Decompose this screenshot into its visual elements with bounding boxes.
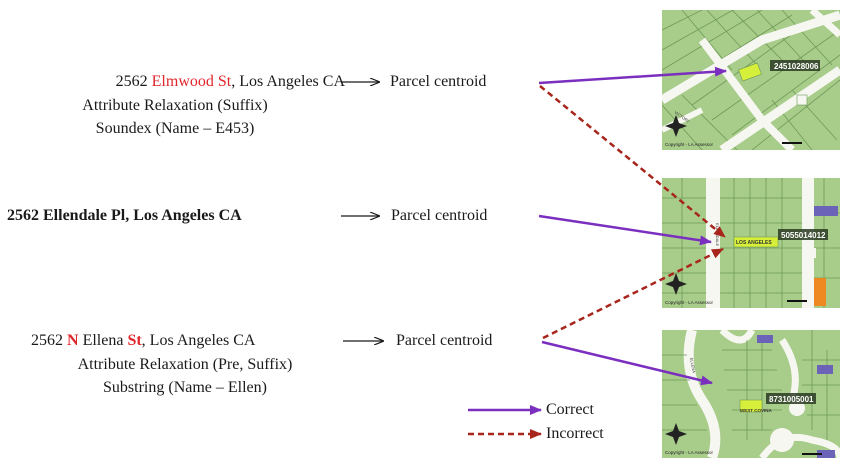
row1-line2: Attribute Relaxation (Suffix) <box>82 97 268 114</box>
row1-text: 2562 Elmwood St, Los Angeles CA <box>0 72 345 92</box>
row1-address-suffix: , Los Angeles CA <box>231 73 345 90</box>
row1-address-prefix: 2562 <box>115 73 152 90</box>
row2-result: Parcel centroid <box>391 207 488 224</box>
row3-address-suffix: , Los Angeles CA <box>141 332 256 349</box>
row3-address-hl1: N <box>67 332 79 349</box>
legend-correct-label: Correct <box>546 401 594 418</box>
map-ellena-copyright: Copyright - LA Assessor <box>665 450 714 455</box>
map-ellendale-copyright: Copyright - LA Assessor <box>665 300 714 305</box>
map-ellendale-parcel-id: 5055014012 <box>781 231 826 240</box>
map-ellendale-area-label: LOS ANGELES <box>736 240 772 246</box>
legend-incorrect-label: Incorrect <box>546 425 604 442</box>
row3-line3: Substring (Name – Ellen) <box>103 379 267 396</box>
row1-line3: Soundex (Name – E453) <box>95 120 255 137</box>
compass-rose-icon <box>665 423 687 445</box>
row3-address-hl2: St <box>127 332 142 349</box>
map-ellena-area-label: WEST COVINA <box>740 408 773 413</box>
map-elmwood-copyright: Copyright - LA Assessor <box>665 142 714 147</box>
map-elmwood: 2451028006 VICTORY Copyright - LA Assess… <box>662 10 840 150</box>
row3-result: Parcel centroid <box>396 332 493 349</box>
map-ellendale-drawing: LOS ANGELES 5055014012 ELLENDALE Copyrig… <box>662 178 840 308</box>
row3-line2: Attribute Relaxation (Pre, Suffix) <box>77 356 293 373</box>
map-ellendale: LOS ANGELES 5055014012 ELLENDALE Copyrig… <box>662 178 840 308</box>
row2-address: 2562 Ellendale Pl, Los Angeles CA <box>7 207 242 224</box>
compass-rose-icon <box>665 273 687 295</box>
map-ellena: WEST COVINA 8731005001 ELLENA Copyright … <box>662 330 840 458</box>
map-ellena-drawing: WEST COVINA 8731005001 ELLENA Copyright … <box>662 330 840 458</box>
map-ellendale-street-label: ELLENDALE <box>715 223 720 246</box>
row1-address-highlight: Elmwood St <box>151 73 232 90</box>
map-ellena-parcel-id: 8731005001 <box>769 395 814 404</box>
row1-address: 2562 Elmwood St, Los Angeles CA <box>0 72 345 92</box>
map-elmwood-parcel-id: 2451028006 <box>774 62 819 71</box>
row3-address-prefix: 2562 <box>31 332 67 349</box>
map-elmwood-drawing: 2451028006 VICTORY Copyright - LA Assess… <box>662 10 840 150</box>
row1-result: Parcel centroid <box>390 73 487 90</box>
row3-address-mid: Ellena <box>78 332 128 349</box>
row3-address: 2562 N Ellena St, Los Angeles CA <box>31 331 255 351</box>
